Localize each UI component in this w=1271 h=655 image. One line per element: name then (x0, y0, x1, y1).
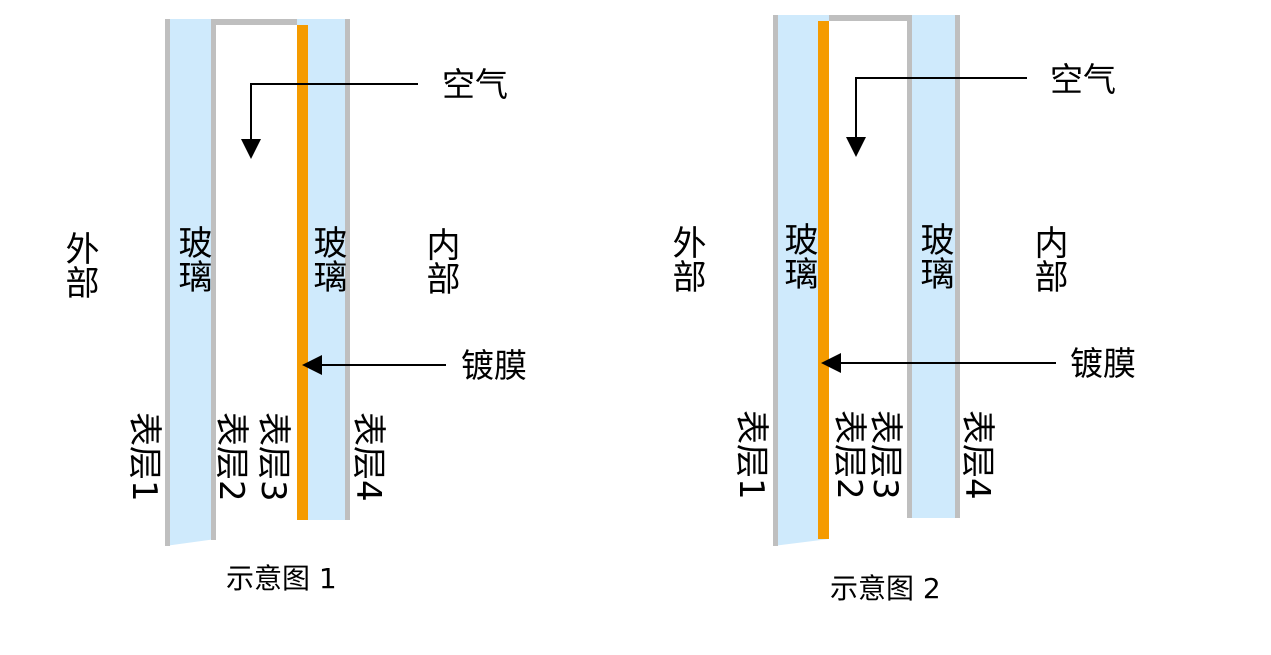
diagram-2-inside-label: 内部 (1028, 225, 1068, 293)
diagram-1-glass-right-edge-outer (345, 19, 350, 520)
diagram-2-coating-label: 镀膜 (1070, 344, 1136, 383)
diagram-2-air-arrow (846, 77, 1027, 157)
diagram-1-top-frame (165, 19, 350, 25)
diagram-2-surface-3-label: 表层3 (865, 410, 905, 500)
diagram-2-glass-right-label: 玻璃 (914, 222, 954, 290)
diagram-1-glass-left-label: 玻璃 (172, 225, 212, 293)
diagram-1-coating-label: 镀膜 (461, 346, 527, 385)
diagram-1-air-label: 空气 (442, 65, 508, 104)
diagram-1-inside-label: 内部 (420, 227, 460, 295)
diagram-2-surface-2-label: 表层2 (829, 410, 869, 500)
diagram-2-outside-label: 外部 (666, 225, 706, 293)
diagram-1-glass-left-edge-outer (165, 19, 170, 546)
diagram-2: 空气 镀膜 外部 内部 玻璃 玻璃 表层1 表层2 表层3 表层4 示意图 2 (666, 15, 1136, 605)
diagram-2-glass-left-label: 玻璃 (778, 222, 818, 290)
diagram-1-air-arrow (241, 83, 418, 159)
diagram-2-glass-right-pane (907, 15, 960, 518)
diagram-1-surface-2-label: 表层2 (211, 412, 251, 502)
diagram-1-surface-4-label: 表层4 (348, 412, 388, 502)
diagram-1-unit (165, 19, 350, 546)
diagram-1-glass-left-pane (165, 19, 216, 546)
diagram-2-glass-left-edge-outer (773, 15, 778, 546)
diagram-1-surface-3-label: 表层3 (253, 412, 293, 502)
diagram-2-top-frame (773, 15, 960, 21)
diagram-1-caption: 示意图 1 (226, 562, 337, 595)
diagram-2-surface-1-label: 表层1 (731, 410, 771, 500)
diagram-2-caption: 示意图 2 (830, 572, 941, 605)
diagram-1-outside-label: 外部 (59, 231, 99, 299)
diagram-1-surface-1-label: 表层1 (124, 412, 164, 502)
diagram-2-glass-left-pane (773, 15, 829, 546)
diagram-1: 空气 镀膜 外部 内部 玻璃 玻璃 表层1 表层2 表层3 表层4 示意图 1 (59, 19, 527, 595)
diagram-1-glass-right-label: 玻璃 (307, 225, 347, 293)
diagram-1-glass-left-edge-inner (211, 19, 216, 540)
diagram-2-air-label: 空气 (1050, 60, 1116, 99)
diagram-2-glass-right-edge-inner (955, 15, 960, 518)
diagram-2-unit (773, 15, 960, 546)
diagram-2-coating-layer (818, 21, 829, 539)
diagram-1-coating-layer (297, 25, 308, 520)
diagram-2-glass-right-edge-outer (907, 15, 912, 518)
diagram-2-surface-4-label: 表层4 (957, 410, 997, 500)
